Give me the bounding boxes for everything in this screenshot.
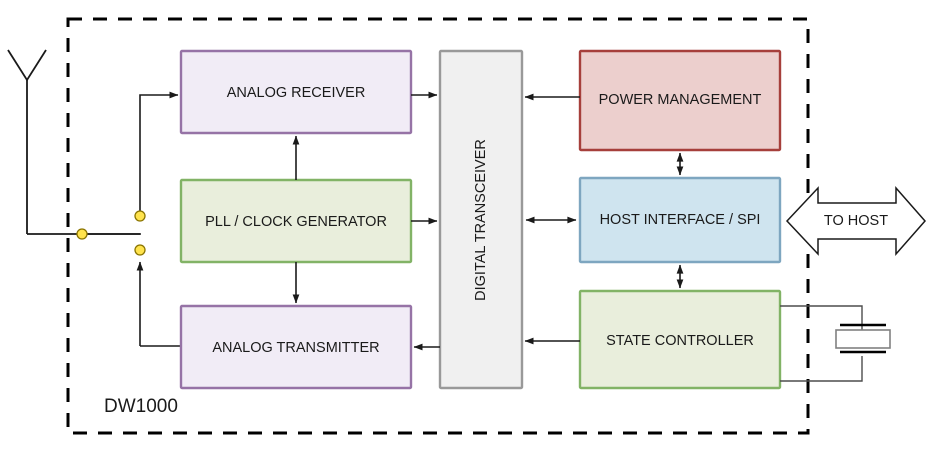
block-digital-transceiver[interactable]: DIGITAL TRANSCEIVER xyxy=(438,49,524,390)
antenna-icon xyxy=(7,49,140,235)
power-management-label: POWER MANAGEMENT xyxy=(599,92,762,108)
power-management-box[interactable] xyxy=(578,49,782,152)
analog-receiver-label: ANALOG RECEIVER xyxy=(227,85,366,101)
to-host-label: TO HOST xyxy=(824,213,888,229)
to-host-port[interactable]: TO HOST xyxy=(785,186,926,256)
analog-receiver-box[interactable] xyxy=(179,49,413,135)
analog-transmitter-label: ANALOG TRANSMITTER xyxy=(212,340,379,356)
block-analog-receiver[interactable]: ANALOG RECEIVER xyxy=(179,49,413,135)
block-state-controller[interactable]: STATE CONTROLLER xyxy=(578,289,782,390)
crystal-oscillator-icon xyxy=(780,305,891,382)
digital-transceiver-box[interactable] xyxy=(438,49,524,390)
digital-transceiver-label: DIGITAL TRANSCEIVER xyxy=(473,139,489,301)
host-interface-spi-box[interactable] xyxy=(578,176,782,264)
block-power-management[interactable]: POWER MANAGEMENT xyxy=(578,49,782,152)
to-host-arrow-icon xyxy=(785,186,926,256)
switch-tx-node xyxy=(134,244,146,256)
chip-name-label: DW1000 xyxy=(104,396,178,417)
switch-common-node xyxy=(76,228,88,240)
block-pll-clock-generator[interactable]: PLL / CLOCK GENERATOR xyxy=(179,178,413,264)
pll-clock-generator-label: PLL / CLOCK GENERATOR xyxy=(205,214,387,230)
block-analog-transmitter[interactable]: ANALOG TRANSMITTER xyxy=(179,304,413,390)
block-host-interface-spi[interactable]: HOST INTERFACE / SPI xyxy=(578,176,782,264)
state-controller-box[interactable] xyxy=(578,289,782,390)
chip-boundary xyxy=(66,17,810,435)
host-interface-spi-label: HOST INTERFACE / SPI xyxy=(600,212,761,228)
switch-rx-node xyxy=(134,210,146,222)
state-controller-label: STATE CONTROLLER xyxy=(606,333,754,349)
analog-transmitter-box[interactable] xyxy=(179,304,413,390)
rf-switch-icon xyxy=(76,91,181,347)
